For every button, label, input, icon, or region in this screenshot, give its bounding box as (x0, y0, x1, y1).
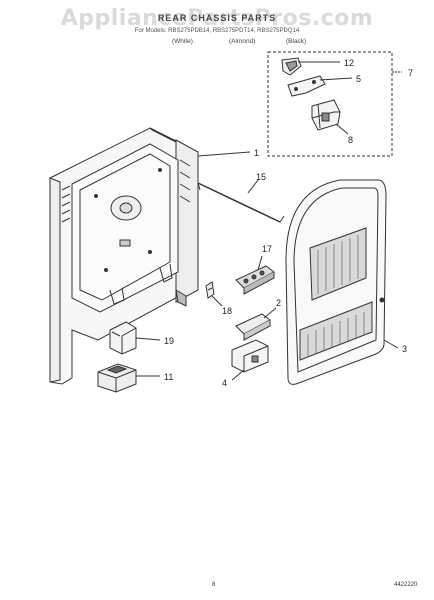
callout-8: 8 (348, 135, 353, 145)
leader-3 (383, 339, 399, 349)
color-label-black: (Black) (286, 38, 307, 45)
part-2-bracket (235, 313, 271, 341)
color-label-white: (White) (172, 38, 193, 45)
leader-1 (197, 151, 251, 157)
part-12-clip (281, 57, 302, 76)
part-15-rod (197, 182, 285, 223)
callout-2: 2 (276, 298, 281, 308)
part-8-connector (311, 99, 341, 131)
leader-19 (135, 337, 161, 341)
assembly-7-box (267, 51, 393, 157)
leader-8 (335, 123, 349, 135)
part-17-terminal-block (235, 265, 275, 295)
part-11-block (97, 363, 137, 393)
part-5-bracket (287, 75, 326, 97)
callout-7: 7 (408, 68, 413, 78)
callout-17: 17 (262, 244, 272, 254)
callout-5: 5 (356, 74, 361, 84)
part-3-access-panel (285, 179, 387, 385)
callout-4: 4 (222, 378, 227, 388)
page-number: 8 (212, 582, 216, 588)
callout-1: 1 (254, 148, 259, 158)
leader-5 (319, 77, 353, 81)
callout-19: 19 (164, 336, 174, 346)
part-1-rear-panel (49, 127, 199, 385)
document-code: 4422220 (394, 582, 418, 588)
callout-11: 11 (164, 372, 173, 382)
part-18-clip (205, 281, 215, 299)
callout-15: 15 (256, 172, 266, 182)
diagram-title: REAR CHASSIS PARTS (157, 13, 277, 23)
leader-2 (263, 307, 277, 319)
leader-17 (257, 255, 263, 271)
leader-18 (211, 295, 223, 307)
callout-18: 18 (222, 306, 232, 316)
color-label-almond: (Almond) (229, 38, 256, 45)
leader-4 (231, 369, 245, 381)
callout-3: 3 (402, 344, 407, 354)
leader-15 (247, 179, 259, 194)
callout-12: 12 (344, 58, 354, 68)
part-19-bracket (109, 321, 137, 355)
part-4-bracket (231, 339, 269, 373)
model-numbers: For Models: RBS275PDB14, RBS275PDT14, RB… (134, 28, 300, 34)
